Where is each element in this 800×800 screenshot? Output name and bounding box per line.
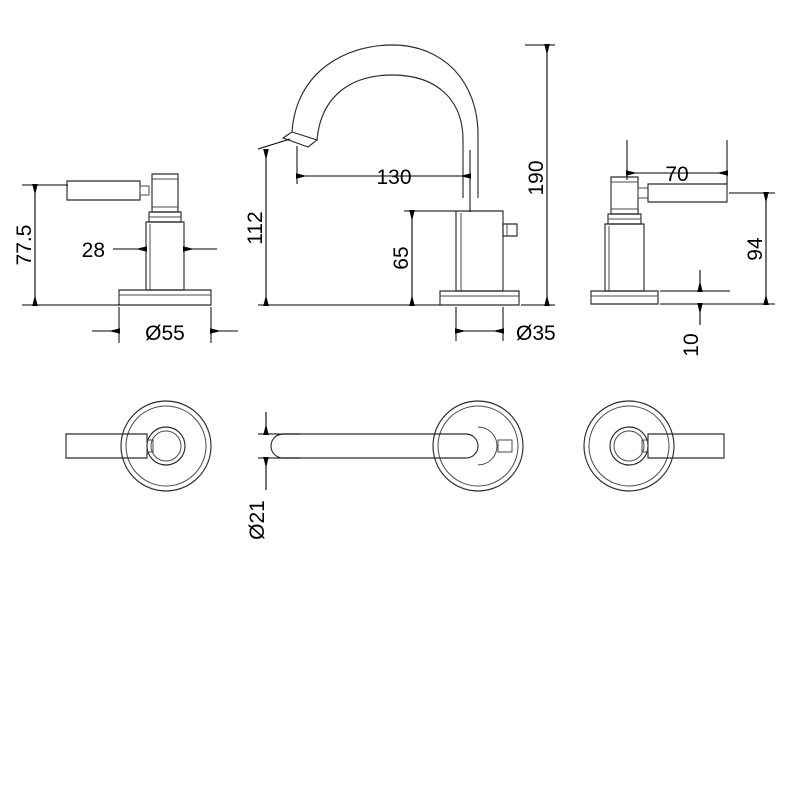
dimension-130: 130 [296,146,471,212]
left-handle-cap [148,173,182,223]
dimension-94: 94 [660,192,775,305]
dimension-d21: Ø21 [246,412,300,540]
dimension-77-5: 77.5 [13,184,120,306]
dimension-label-94: 94 [744,237,767,261]
plan-left-handle [65,400,212,492]
right-handle-cap [607,176,642,225]
dimension-label-d55: Ø55 [145,322,185,345]
dimension-65: 65 [390,210,456,306]
plan-right-handle [583,400,725,492]
dimension-d55: Ø55 [92,307,238,345]
spout-outlet-nozzle [281,131,319,148]
left-handle-body [145,221,185,291]
dimension-label-d21: Ø21 [246,500,269,540]
plan-spout [270,400,524,492]
dimension-label-10: 10 [680,333,703,356]
dimension-label-190: 190 [525,160,548,195]
dimension-10: 10 [660,270,730,357]
right-handle-base-flange [590,290,659,305]
spout-body [455,210,504,292]
view-right-handle-elevation [590,176,728,305]
view-spout-elevation [281,44,520,306]
dimension-label-28: 28 [82,239,105,262]
dimension-label-d35: Ø35 [516,322,556,345]
dimension-label-130: 130 [376,166,411,189]
dimension-190: 190 [521,44,555,306]
dimension-label-112: 112 [244,211,267,244]
dimension-112: 112 [244,138,440,306]
spout-base-flange [439,290,520,306]
right-handle-lever [637,183,728,203]
spout-gooseneck [291,44,479,198]
dimension-label-70: 70 [665,163,688,186]
view-left-handle-elevation [66,173,212,306]
dimension-label-77-5: 77.5 [13,225,36,266]
dimension-label-65: 65 [390,246,413,269]
right-handle-body [604,223,645,292]
dimension-28: 28 [82,239,217,262]
spout-side-inlet [502,223,518,237]
dimension-d35: Ø35 [455,307,556,345]
dimension-70: 70 [626,140,728,186]
left-handle-lever [66,180,150,201]
left-handle-base-flange [118,289,212,306]
